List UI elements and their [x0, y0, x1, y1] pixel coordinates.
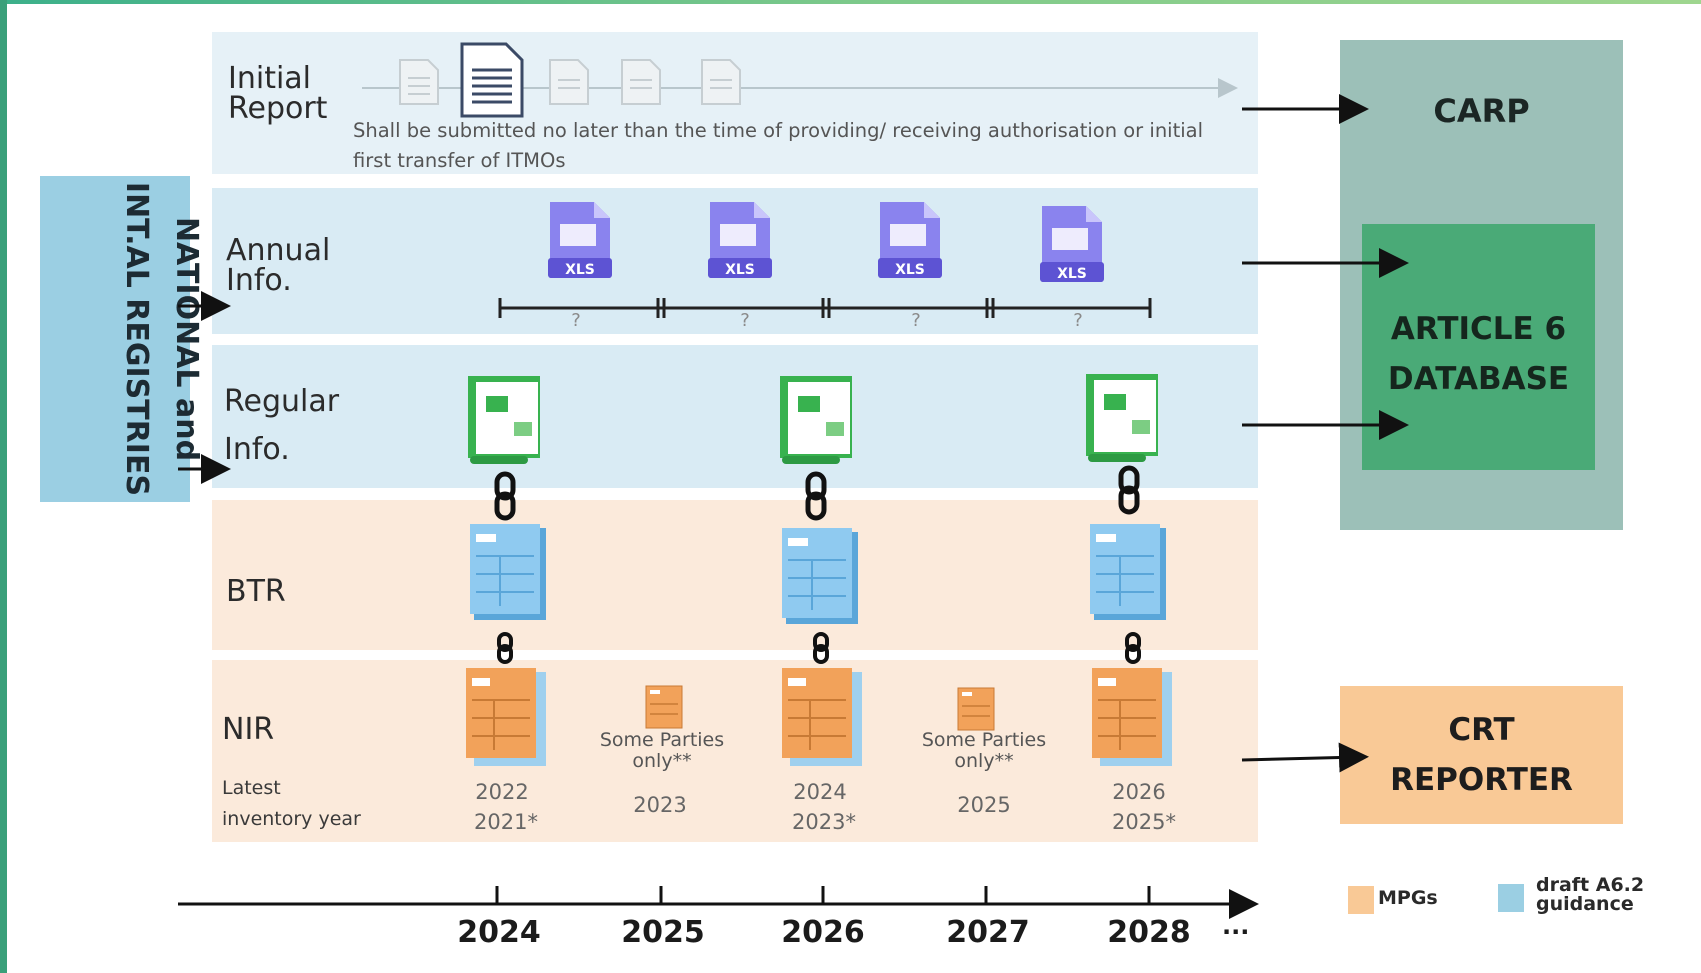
left-border: [0, 0, 7, 973]
xls-icon-1: [548, 202, 612, 278]
initial-doc-main: [460, 42, 524, 118]
xls-icon-4: [1040, 206, 1104, 282]
initial-doc-faded-1: [399, 59, 439, 105]
regular-info-band: [212, 345, 1258, 488]
nir-col1-year: 2022: [475, 780, 529, 804]
timeline-year-2026: 2026: [781, 915, 865, 950]
nir-col2-year: 2023: [633, 793, 687, 817]
row-label-initial-report: Initial Report: [228, 61, 328, 126]
nir-col3-latest: 2023*: [792, 810, 856, 834]
row-label-btr: BTR: [226, 574, 286, 609]
initial-doc-faded-4: [701, 59, 741, 105]
nir-col4-year: 2025: [957, 793, 1011, 817]
btr-band: [212, 500, 1258, 650]
nir-col4-note: Some Parties only**: [921, 729, 1047, 772]
timeline-ticks: [495, 886, 1151, 904]
btr-report-icon-1: [470, 524, 546, 620]
btr-report-icon-2: [782, 528, 858, 624]
annual-period-bar: [498, 298, 1152, 318]
annual-question-4: ?: [1073, 310, 1083, 331]
crt-reporter-label: CRT REPORTER: [1390, 712, 1573, 798]
arrow-nir-to-crt: [1241, 742, 1369, 773]
timeline-year-2024: 2024: [457, 915, 541, 950]
chain-link-icon-3: [1118, 465, 1140, 515]
nir-col2-note: Some Parties only**: [599, 729, 725, 772]
chain-link-icon-4: [497, 632, 513, 664]
chain-link-icon-5: [813, 632, 829, 664]
nir-report-icon-1: [466, 668, 546, 766]
nir-report-icon-3: [782, 668, 862, 766]
row-label-regular-info: Regular Info.: [224, 384, 340, 467]
legend-swatch-draft-a62: [1498, 884, 1524, 912]
xls-text-2: XLS: [725, 262, 755, 278]
xls-icon-2: [708, 202, 772, 278]
initial-report-note: Shall be submitted no later than the tim…: [353, 119, 1204, 172]
timeline-year-2025: 2025: [621, 915, 705, 950]
nir-col5-latest: 2025*: [1112, 810, 1176, 834]
btr-report-icon-3: [1090, 524, 1166, 620]
top-border: [0, 0, 1701, 4]
nir-report-icon-5: [1092, 668, 1172, 766]
row-label-nir: NIR: [222, 712, 275, 747]
regular-info-report-icon-2: [780, 376, 852, 464]
nir-small-report-icon-2: [645, 685, 683, 729]
nir-band: [212, 660, 1258, 842]
regular-info-report-icon-1: [468, 376, 540, 464]
annual-question-3: ?: [911, 310, 921, 331]
xls-icon-3: [878, 202, 942, 278]
chain-link-icon-6: [1125, 632, 1141, 664]
article6-database-label: ARTICLE 6 DATABASE: [1387, 311, 1570, 397]
timeline-year-2028: 2028: [1107, 915, 1191, 950]
legend-label-draft-a62: draft A6.2 guidance: [1536, 874, 1645, 915]
regular-info-report-icon-3: [1086, 374, 1158, 462]
crt-reporter-box: [1340, 686, 1623, 824]
nir-col5-year: 2026: [1112, 780, 1166, 804]
carp-label: CARP: [1433, 92, 1530, 130]
national-registries-box: NATIONAL and INT.AL REGISTRIES: [40, 176, 204, 502]
nir-col1-latest: 2021*: [474, 810, 538, 834]
nir-latest-inventory-label: Latest inventory year: [222, 777, 361, 830]
xls-text-3: XLS: [895, 262, 925, 278]
timeline-year-2027: 2027: [946, 915, 1030, 950]
legend-label-mpgs: MPGs: [1378, 887, 1438, 909]
xls-text-1: XLS: [565, 262, 595, 278]
row-label-annual-info: Annual Info.: [226, 233, 331, 298]
chain-link-icon-1: [494, 471, 516, 521]
nir-col3-year: 2024: [793, 780, 847, 804]
annual-question-2: ?: [740, 310, 750, 331]
legend-swatch-mpgs: [1348, 886, 1374, 914]
nir-small-report-icon-4: [957, 687, 995, 731]
xls-text-4: XLS: [1057, 266, 1087, 282]
annual-question-1: ?: [571, 310, 581, 331]
initial-doc-faded-2: [549, 59, 589, 105]
chain-link-icon-2: [805, 471, 827, 521]
initial-doc-faded-3: [621, 59, 661, 105]
